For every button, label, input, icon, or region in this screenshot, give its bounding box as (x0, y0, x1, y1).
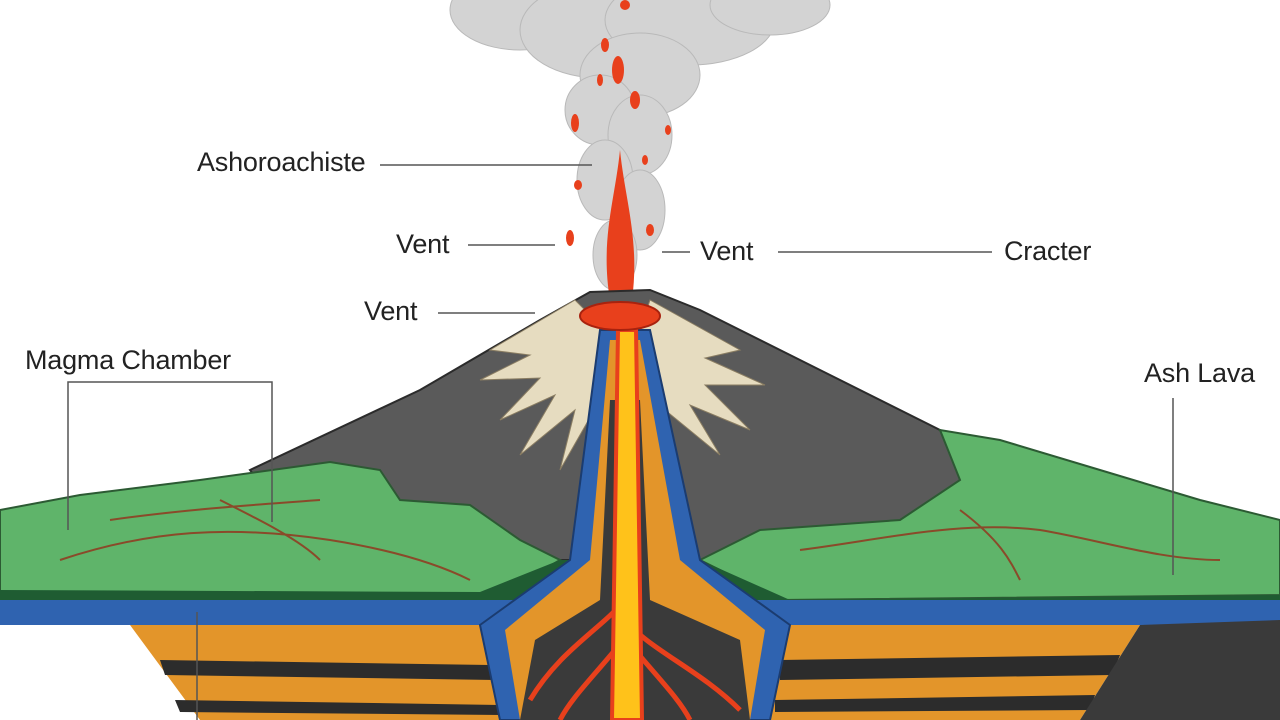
smoke-plume (449, 0, 831, 291)
label-magma-chamber: Magma Chamber (25, 345, 231, 375)
lava-fountain (566, 0, 671, 300)
strata (0, 560, 1280, 720)
label-vent-right: Vent (700, 236, 754, 266)
crater-pool (579, 301, 661, 331)
leader-lines (67, 164, 1174, 720)
terrain-right (697, 428, 1280, 602)
terrain-veins (59, 499, 1221, 581)
label-crater: Cracter (1004, 236, 1092, 266)
lava-core (609, 328, 645, 720)
label-vent-left: Vent (396, 229, 450, 259)
label-ash-lava: Ash Lava (1144, 358, 1255, 388)
label-vent-low: Vent (364, 296, 418, 326)
label-ash: Ashoroachiste (197, 147, 366, 177)
